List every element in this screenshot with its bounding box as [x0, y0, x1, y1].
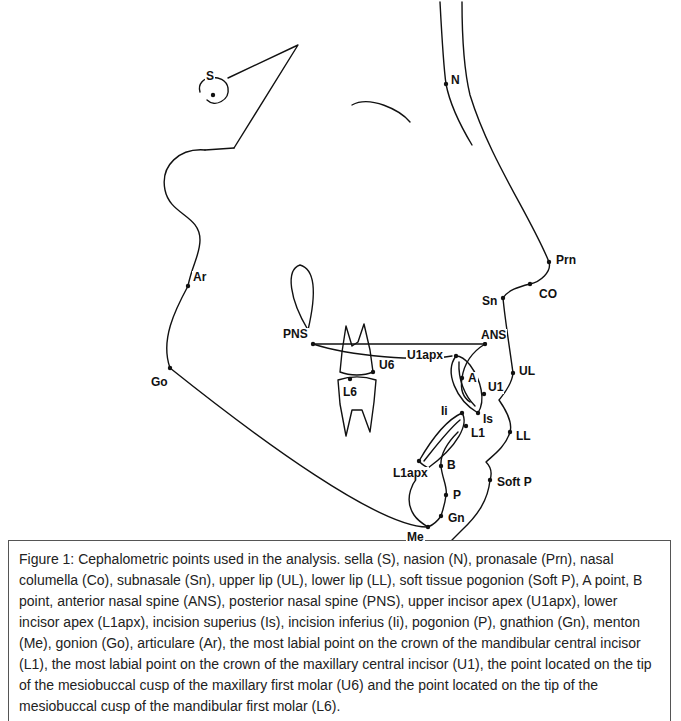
landmark-dot: [511, 371, 515, 375]
lower-molar: [338, 377, 376, 436]
landmark-dot: [460, 411, 464, 415]
posterior-cranium: [205, 148, 234, 150]
ramus: [167, 286, 188, 368]
landmark-label: L1: [470, 427, 486, 440]
landmark-label: Ar: [192, 271, 207, 284]
cranial-base: [228, 45, 298, 148]
landmark-dot: [488, 478, 492, 482]
landmark-dot: [444, 82, 448, 86]
landmark-dot: [186, 284, 190, 288]
landmark-label: Me: [406, 531, 425, 544]
landmark-label: Go: [150, 376, 169, 389]
landmark-dot: [439, 514, 443, 518]
landmark-dot: [501, 296, 505, 300]
landmark-label: Soft P: [496, 476, 533, 489]
landmark-dot: [460, 376, 464, 380]
landmark-label: B: [446, 459, 457, 472]
condyle-outline: [164, 150, 205, 286]
landmark-dot: [508, 430, 512, 434]
landmark-dot: [371, 370, 375, 374]
landmark-dot: [311, 342, 315, 346]
landmark-dot: [211, 93, 215, 97]
caption-box: Figure 1: Cephalometric points used in t…: [8, 540, 671, 721]
landmark-label: A: [467, 372, 478, 385]
landmark-dot: [476, 411, 480, 415]
landmark-dots: [168, 82, 551, 529]
landmark-dot: [528, 282, 532, 286]
landmark-dot: [168, 366, 172, 370]
landmark-label: S: [205, 70, 215, 83]
landmark-label: ANS: [480, 329, 507, 342]
landmark-label: Sn: [481, 295, 498, 308]
landmark-dot: [482, 392, 486, 396]
landmark-label: PNS: [282, 328, 309, 341]
landmark-label: Gn: [447, 512, 466, 525]
soft-tissue-profile: [452, 2, 549, 540]
landmark-dot: [444, 493, 448, 497]
orbit-outline: [352, 102, 410, 122]
upper-incisor: [451, 356, 482, 413]
landmark-dot: [547, 260, 551, 264]
landmark-dot: [426, 525, 430, 529]
landmark-label: N: [450, 74, 461, 87]
landmark-label: P: [452, 489, 462, 502]
mandible-lower-border: [170, 368, 428, 527]
ptm-fissure: [291, 265, 313, 330]
landmark-dot: [483, 342, 487, 346]
landmark-label: U6: [378, 359, 395, 372]
landmark-dot: [454, 354, 458, 358]
landmark-label: Prn: [555, 254, 577, 267]
landmark-dot: [417, 459, 421, 463]
landmark-dot: [348, 377, 352, 381]
landmark-label: LL: [515, 430, 532, 443]
figure-caption: Figure 1: Cephalometric points used in t…: [19, 549, 660, 717]
landmark-dot: [439, 464, 443, 468]
landmark-label: L6: [342, 386, 358, 399]
landmark-label: Ii: [440, 405, 449, 418]
landmark-label: Is: [482, 413, 494, 426]
landmark-label: UL: [518, 365, 536, 378]
landmark-dot: [464, 424, 468, 428]
landmark-label: L1apx: [392, 467, 429, 480]
landmark-label: U1: [487, 381, 504, 394]
upper-molar: [340, 324, 373, 375]
landmark-label: U1apx: [406, 349, 444, 362]
bony-profile: [440, 2, 472, 145]
palatal-plane: [313, 343, 485, 344]
landmark-label: CO: [538, 288, 558, 301]
